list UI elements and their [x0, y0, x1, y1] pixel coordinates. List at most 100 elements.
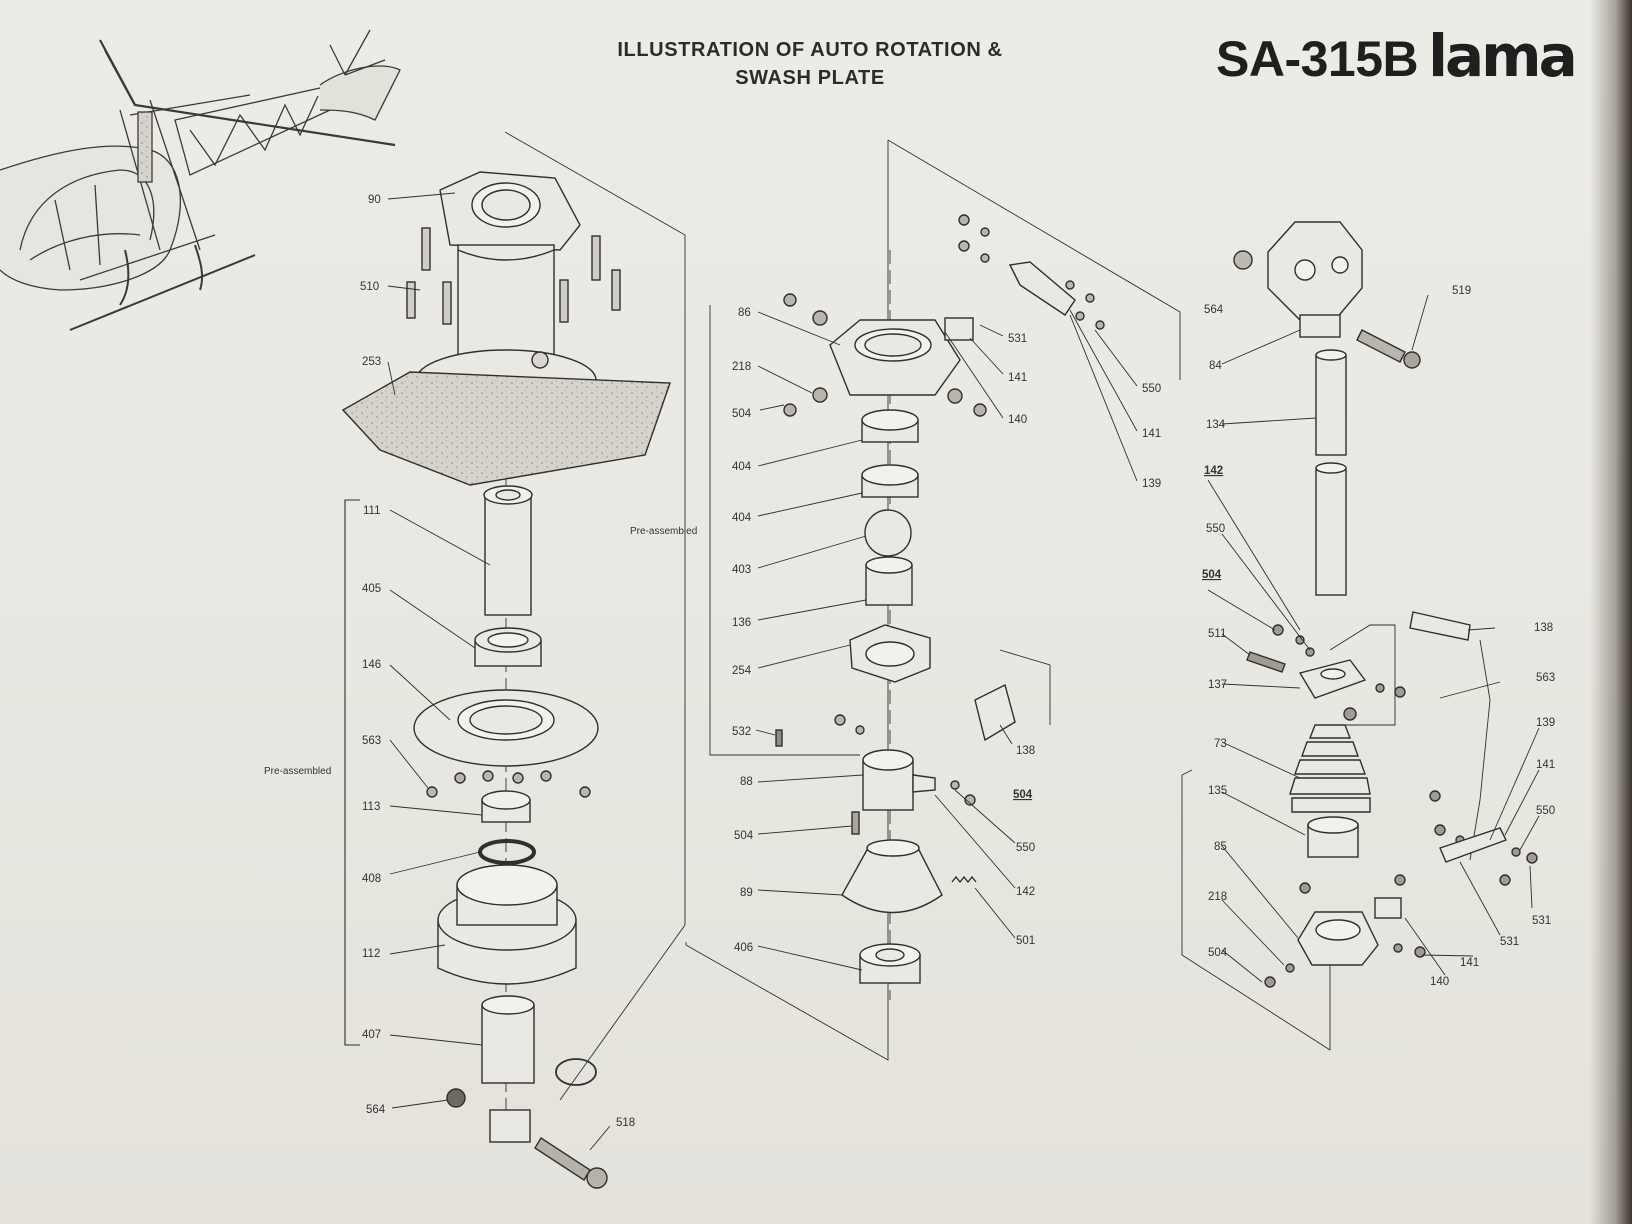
part-406-bearing	[859, 943, 921, 984]
right-leader-lines	[1207, 294, 1540, 983]
label-218: 218	[732, 361, 751, 373]
part-90-housing	[415, 171, 597, 411]
label-563: 563	[362, 735, 381, 747]
label-141-upper: 141	[1008, 372, 1027, 384]
label-254: 254	[732, 665, 752, 677]
part-253-plate	[341, 371, 671, 486]
part-564-nut	[446, 1088, 466, 1108]
part-86-swash-plate	[829, 319, 961, 396]
part-405-bearing	[474, 627, 542, 667]
label-504-right-lower: 504	[1208, 947, 1228, 959]
label-519: 519	[1452, 285, 1471, 297]
part-135-nut	[1307, 816, 1359, 858]
part-564-nut-right	[1233, 250, 1253, 270]
part-408-washer	[478, 839, 536, 865]
part-504-bolt	[851, 811, 860, 835]
part-112-housing	[437, 864, 577, 985]
label-404-top: 404	[732, 461, 752, 473]
label-564: 564	[366, 1104, 386, 1116]
part-89-hub	[841, 839, 943, 914]
part-113-ring	[481, 790, 531, 823]
label-140: 140	[1008, 414, 1027, 426]
label-89: 89	[740, 887, 753, 899]
label-510: 510	[360, 281, 379, 293]
label-73: 73	[1214, 738, 1227, 750]
label-84: 84	[1209, 360, 1222, 372]
part-140-block-right	[1374, 897, 1402, 919]
part-138-link-right	[1409, 611, 1471, 641]
center-leader-lines	[755, 309, 1138, 971]
label-405: 405	[362, 583, 381, 595]
center-small-fasteners	[783, 214, 1105, 806]
label-403: 403	[732, 564, 751, 576]
brand-logo: lama	[1428, 22, 1578, 90]
model-number: SA-315B	[1216, 31, 1419, 87]
title-line-1: ILLUSTRATION OF AUTO ROTATION &	[617, 39, 1003, 61]
pre-assembled-note-left: Pre-assembled	[264, 766, 331, 777]
part-140-block	[944, 317, 974, 341]
center-assembly	[685, 139, 1181, 1061]
part-134-tube	[1315, 349, 1347, 596]
part-404-bearings	[861, 409, 919, 498]
part-563-nuts	[426, 770, 591, 798]
label-504-underlined: 504	[1013, 789, 1033, 801]
shaft-end	[489, 1109, 531, 1143]
label-146: 146	[362, 659, 381, 671]
part-137-clamp	[1298, 659, 1367, 699]
part-518-bolt	[534, 1137, 608, 1189]
part-136-nut	[865, 556, 913, 606]
label-136: 136	[732, 617, 751, 629]
label-404-bottom: 404	[732, 512, 752, 524]
helicopter-illustration	[0, 29, 401, 331]
pre-assembled-note-center: Pre-assembled	[630, 526, 697, 537]
part-519-bolt	[1356, 329, 1406, 363]
label-86: 86	[738, 307, 751, 319]
left-leader-lines	[387, 192, 611, 1151]
label-138: 138	[1016, 745, 1035, 757]
label-141-right-top: 141	[1536, 759, 1555, 771]
label-406: 406	[734, 942, 753, 954]
label-139-right: 139	[1536, 717, 1555, 729]
label-134: 134	[1206, 419, 1226, 431]
label-138-right: 138	[1534, 622, 1553, 634]
label-532: 532	[732, 726, 751, 738]
part-84-rotor-hub	[1267, 221, 1363, 338]
part-138-link	[974, 683, 1016, 742]
label-518: 518	[616, 1117, 635, 1129]
label-253: 253	[362, 356, 381, 368]
part-519-bolt-head	[1403, 351, 1421, 369]
title-line-2: SWASH PLATE	[735, 67, 885, 89]
label-501: 501	[1016, 935, 1035, 947]
part-532-screw	[775, 729, 783, 747]
right-assembly	[1181, 221, 1540, 1051]
label-531-right-outer: 531	[1532, 915, 1551, 927]
label-511: 511	[1208, 628, 1226, 640]
label-141-lower: 141	[1142, 428, 1161, 440]
left-assembly	[341, 131, 686, 1189]
part-501-spring	[951, 875, 977, 884]
label-88: 88	[740, 776, 753, 788]
label-564-right: 564	[1204, 304, 1224, 316]
label-111: 111	[363, 505, 380, 517]
part-111-shaft	[483, 485, 533, 616]
label-531-right-inner: 531	[1500, 936, 1519, 948]
part-407-sleeve	[481, 995, 535, 1084]
label-137: 137	[1208, 679, 1227, 691]
label-135: 135	[1208, 785, 1227, 797]
label-90: 90	[368, 194, 381, 206]
label-140-right: 140	[1430, 976, 1449, 988]
label-85: 85	[1214, 841, 1227, 853]
label-550-right: 550	[1206, 523, 1225, 535]
part-403-ball	[864, 509, 912, 557]
label-408: 408	[362, 873, 381, 885]
page-title: ILLUSTRATION OF AUTO ROTATION & SWASH PL…	[540, 36, 1080, 92]
part-73-boot	[1289, 724, 1371, 813]
part-labels: 90 510 253 111 405 146 563 113 408 112 4…	[264, 194, 1555, 1129]
label-139: 139	[1142, 478, 1161, 490]
label-113: 113	[362, 801, 380, 813]
part-146-flange	[413, 689, 599, 767]
gasket-hole	[865, 641, 915, 667]
part-510-bolts	[406, 227, 621, 325]
